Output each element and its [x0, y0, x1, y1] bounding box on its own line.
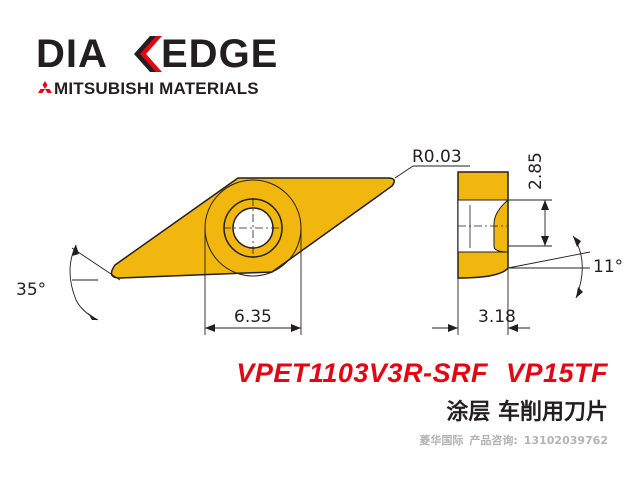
nose-angle-label: 35° [16, 280, 46, 300]
edge-chevron-icon [134, 36, 162, 72]
nose-angle-dimension [69, 244, 121, 321]
ic-dimension [204, 228, 302, 335]
radius-label: R0.03 [412, 147, 462, 167]
ic-label: 6.35 [234, 307, 272, 327]
contact-line: 菱华国际产品咨询: 13102039762 [413, 432, 608, 448]
insert-top-view [110, 177, 395, 279]
contact-phone: 13102039762 [523, 434, 608, 447]
product-description: 涂层 车削用刀片 [446, 400, 608, 425]
contact-label: 产品咨询: [469, 434, 518, 447]
radius-leader [394, 165, 470, 179]
brand-wordmark-left: DIA [36, 32, 108, 76]
product-model: VPET1103V3R-SRF VP15TF [236, 358, 608, 389]
brand-subtitle: MITSUBISHI MATERIALS [54, 79, 259, 98]
insert-side-view [457, 171, 510, 279]
thickness-top-dimension [508, 199, 552, 247]
thickness-label: 3.18 [478, 307, 516, 327]
contact-company: 菱华国际 [419, 434, 464, 447]
thickness-dimension [432, 268, 530, 335]
clearance-angle-label: 11° [593, 257, 623, 277]
mitsubishi-three-diamonds-icon [38, 81, 52, 93]
brand-logo: DIA EDGE MITSUBISHI MATERIALS [36, 30, 277, 105]
brand-wordmark-right: EDGE [161, 32, 279, 76]
grade-code: VP15TF [505, 358, 608, 388]
thickness-top-label: 2.85 [526, 152, 546, 190]
clearance-angle-dimension [507, 235, 591, 299]
model-code: VPET1103V3R-SRF [236, 358, 488, 388]
